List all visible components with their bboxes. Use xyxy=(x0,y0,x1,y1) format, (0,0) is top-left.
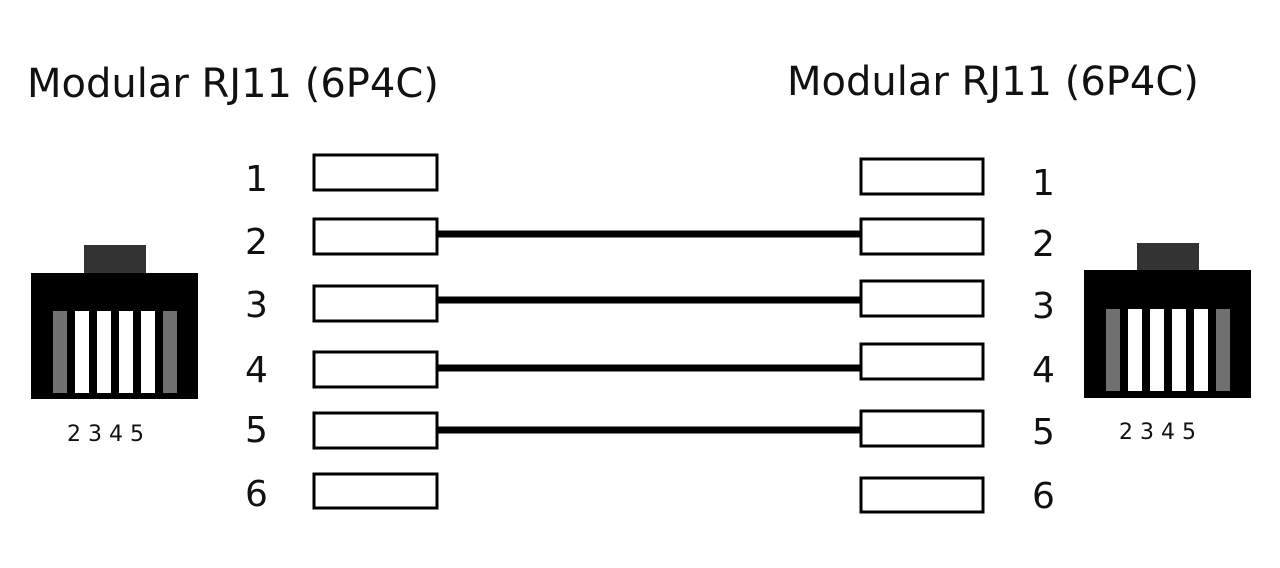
left-pin-slot-6 xyxy=(312,472,439,510)
right-plug-contact-3 xyxy=(1150,309,1164,391)
left-pin-slots xyxy=(312,153,439,510)
right-pin-number-1: 1 xyxy=(1032,163,1055,204)
left-pin-number-3: 3 xyxy=(245,285,268,326)
left-pin-slot-3 xyxy=(312,284,439,323)
left-pin-number-6: 6 xyxy=(245,474,268,515)
left-pin-numbers: 1 2 3 4 5 6 xyxy=(245,159,268,515)
left-pin-number-1: 1 xyxy=(245,159,268,200)
right-pin-number-2: 2 xyxy=(1032,224,1055,265)
right-pin-number-6: 6 xyxy=(1032,476,1055,517)
right-plug-contact-5 xyxy=(1194,309,1208,391)
right-connector-title: Modular RJ11 (6P4C) xyxy=(787,59,1199,105)
right-pin-slot-1 xyxy=(859,157,985,196)
right-plug-icon xyxy=(1084,243,1251,398)
right-plug-contact-6 xyxy=(1216,309,1230,391)
wires xyxy=(437,230,861,434)
right-pin-numbers: 1 2 3 4 5 6 xyxy=(1032,163,1055,517)
left-plug-contact-4 xyxy=(119,311,133,393)
right-pin-slot-3 xyxy=(859,279,985,318)
right-pin-slot-6 xyxy=(859,476,985,514)
left-plug-contact-6 xyxy=(163,311,177,393)
left-plug-contact-labels: 2 3 4 5 xyxy=(67,422,144,447)
right-pin-slot-4 xyxy=(859,342,985,381)
left-plug-icon xyxy=(31,245,198,399)
left-plug-contact-1 xyxy=(53,311,67,393)
right-plug-contact-1 xyxy=(1106,309,1120,391)
left-pin-number-5: 5 xyxy=(245,410,268,451)
left-plug-contact-5 xyxy=(141,311,155,393)
left-pin-slot-5 xyxy=(312,411,439,450)
left-pin-slot-2 xyxy=(312,217,439,256)
right-plug-contact-4 xyxy=(1172,309,1186,391)
left-pin-slot-1 xyxy=(312,153,439,192)
right-pin-slot-5 xyxy=(859,409,985,448)
left-connector-title: Modular RJ11 (6P4C) xyxy=(27,61,439,107)
right-pin-slots xyxy=(859,157,985,514)
left-plug-latch xyxy=(84,245,146,275)
left-pin-number-2: 2 xyxy=(245,222,268,263)
right-pin-slot-2 xyxy=(859,217,985,256)
right-plug-contact-labels: 2 3 4 5 xyxy=(1119,420,1196,445)
left-plug-contact-3 xyxy=(97,311,111,393)
right-plug-latch xyxy=(1137,243,1199,273)
right-plug-contact-2 xyxy=(1128,309,1142,391)
right-pin-number-5: 5 xyxy=(1032,412,1055,453)
right-pin-number-4: 4 xyxy=(1032,350,1055,391)
left-plug-contact-2 xyxy=(75,311,89,393)
left-pin-number-4: 4 xyxy=(245,350,268,391)
left-pin-slot-4 xyxy=(312,350,439,389)
right-pin-number-3: 3 xyxy=(1032,286,1055,327)
